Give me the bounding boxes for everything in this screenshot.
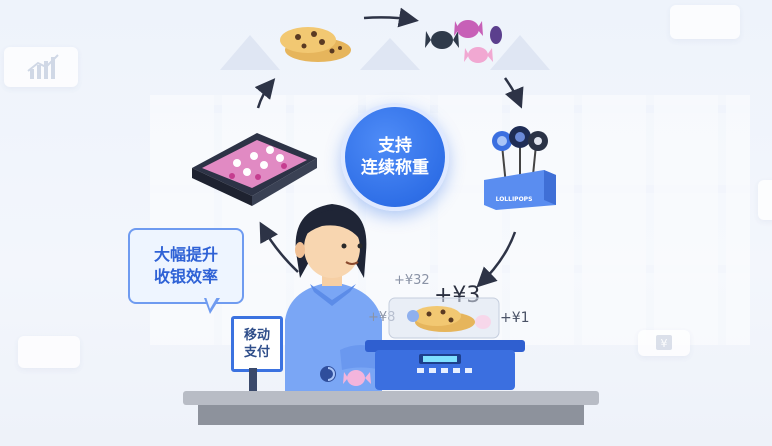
currency-card: ¥ bbox=[638, 330, 690, 356]
continuous-weighing-badge: 支持 连续称重 bbox=[341, 103, 449, 211]
bubble-line-2: 收银效率 bbox=[153, 267, 218, 286]
baking-tray-icon bbox=[192, 133, 317, 206]
payment-sign-line-1: 移动 bbox=[243, 328, 270, 343]
checkout-counter-top bbox=[183, 391, 599, 405]
lollipop-box-icon: LOLLIPOPS bbox=[484, 126, 556, 210]
payment-sign-line-2: 支付 bbox=[243, 345, 270, 360]
bubble-tail-inner bbox=[206, 297, 217, 309]
bar-chart-icon bbox=[27, 54, 59, 79]
svg-text:¥: ¥ bbox=[661, 337, 668, 350]
yen-icon: ¥ bbox=[656, 335, 672, 350]
bubble-line-1: 大幅提升 bbox=[153, 245, 218, 264]
checkout-counter-body bbox=[198, 405, 584, 425]
weighing-scale bbox=[365, 297, 525, 390]
candies-icon bbox=[425, 20, 502, 63]
cookies-icon bbox=[280, 27, 351, 62]
badge-line-2: 连续称重 bbox=[361, 158, 429, 178]
ghost-card-right bbox=[758, 180, 772, 220]
candy-in-hand-icon bbox=[320, 366, 371, 386]
chart-card bbox=[4, 47, 78, 87]
cashier-figure bbox=[285, 204, 382, 392]
lollipop-box-label: LOLLIPOPS bbox=[496, 196, 533, 203]
ghost-card-top-right bbox=[670, 5, 740, 39]
badge-line-1: 支持 bbox=[378, 136, 412, 156]
background-triangles bbox=[220, 35, 550, 70]
efficiency-speech-bubble: 大幅提升 收银效率 bbox=[128, 228, 244, 304]
payment-sign-post bbox=[249, 368, 257, 392]
ghost-card-bottom-left bbox=[18, 336, 80, 368]
mobile-payment-sign: 移动 支付 bbox=[231, 316, 283, 372]
price-32: +¥32 bbox=[394, 273, 430, 288]
price-1: +¥1 bbox=[500, 310, 530, 326]
